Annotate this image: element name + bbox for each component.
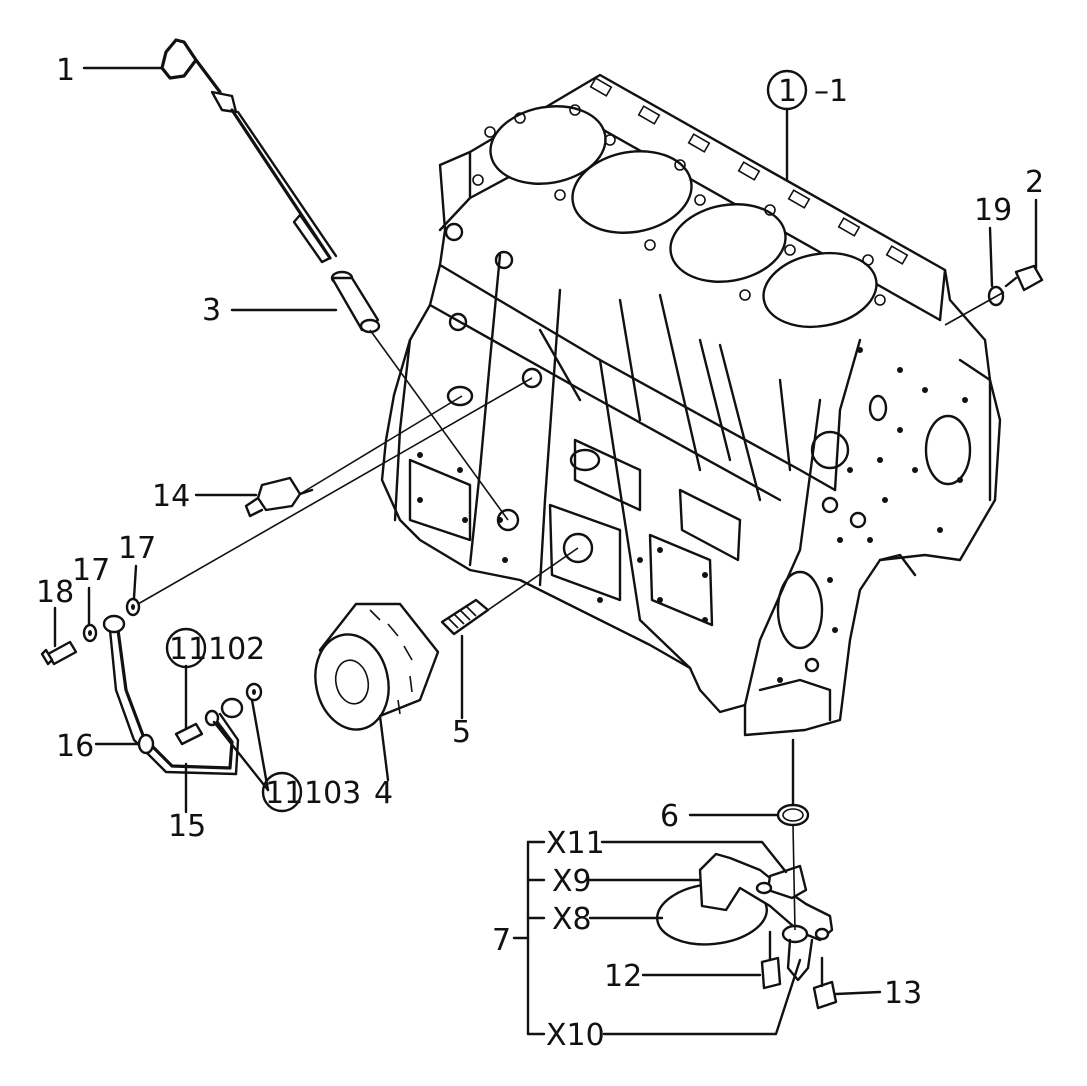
label-3: 3	[202, 293, 221, 328]
strainer-bracket	[512, 840, 802, 1036]
part-13-bolt	[812, 956, 838, 1010]
label-14: 14	[152, 479, 190, 514]
part-11-103-washers	[204, 682, 263, 727]
block-outline	[380, 73, 1002, 737]
label-18: 18	[36, 575, 74, 610]
label-12: 12	[604, 959, 642, 994]
label-103: 103	[304, 776, 361, 811]
label-1-1-circle-num: 1	[778, 74, 797, 109]
part-17-washer-a	[82, 623, 98, 643]
label-x9: X9	[552, 864, 592, 899]
label-x11: X11	[546, 826, 605, 861]
part-12-bolt	[760, 930, 782, 990]
side-bosses	[776, 358, 992, 673]
label-4: 4	[374, 776, 393, 811]
part-7-oil-strainer	[656, 852, 834, 982]
part-3-sleeve	[330, 270, 381, 334]
side-dots	[417, 347, 968, 683]
callout-circle-1-1	[766, 69, 808, 111]
label-6: 6	[660, 799, 679, 834]
label-11-102-circle-num: 11	[169, 632, 207, 667]
deck-holes	[472, 77, 909, 306]
part-1-dipstick	[160, 38, 338, 264]
part-18-bolt	[40, 640, 78, 666]
label-1-1-suffix: –1	[814, 74, 848, 109]
part-16-plug	[137, 733, 155, 755]
part-6-o-ring	[776, 803, 810, 827]
label-x10: X10	[546, 1018, 605, 1053]
label-16: 16	[56, 729, 94, 764]
callout-circle-11-103	[261, 771, 303, 813]
bore-4	[762, 251, 878, 329]
part-17-washer-b	[125, 597, 141, 617]
label-13: 13	[884, 976, 922, 1011]
bore-1	[489, 105, 607, 185]
label-17-upper: 17	[118, 531, 156, 566]
label-1: 1	[56, 53, 75, 88]
block-windows	[408, 438, 742, 627]
part-2-plug	[1004, 264, 1044, 292]
leader-lines	[53, 66, 1038, 996]
part-5-stud	[440, 598, 490, 636]
label-x8: X8	[552, 902, 592, 937]
callout-circle-11-102	[165, 627, 207, 669]
label-19: 19	[974, 193, 1012, 228]
part-4-oil-filter	[314, 602, 440, 731]
label-7: 7	[492, 923, 511, 958]
label-102: 102	[208, 632, 265, 667]
label-2: 2	[1025, 165, 1044, 200]
label-5: 5	[452, 715, 471, 750]
cylinder-block	[380, 73, 1002, 737]
bore-2	[571, 150, 693, 234]
label-17-lower: 17	[72, 553, 110, 588]
part-15-oil-pipe	[102, 614, 244, 776]
filter-boss	[562, 532, 594, 564]
assembly-lines	[137, 291, 1005, 931]
bore-3	[669, 203, 787, 283]
part-11-102-bolt	[174, 722, 204, 746]
label-11-103-circle-num: 11	[265, 776, 303, 811]
label-15: 15	[168, 809, 206, 844]
